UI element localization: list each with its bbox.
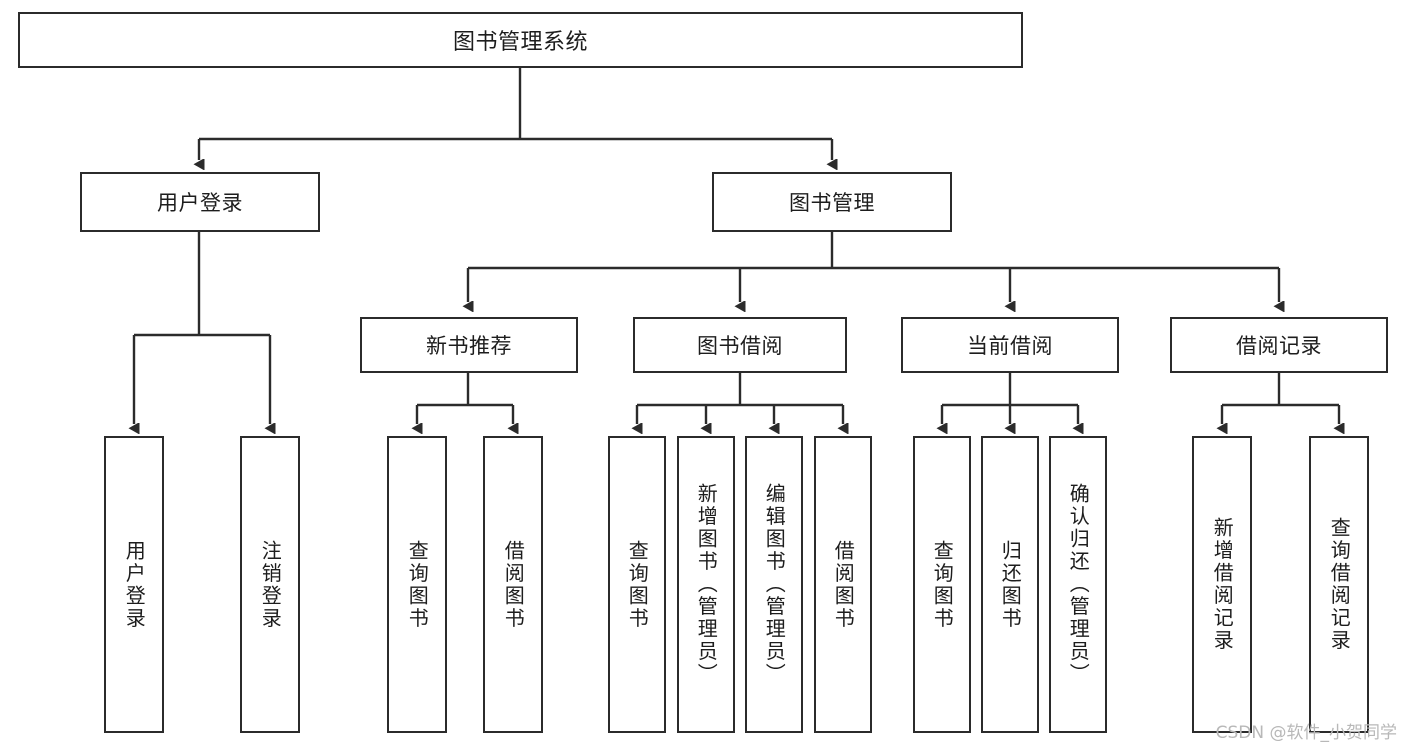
watermark-text: CSDN @软件_小贺同学	[1215, 723, 1397, 743]
leaf-query-book-recommend[interactable]: 查询图书	[387, 436, 447, 733]
leaf-label: 归还图书	[998, 539, 1023, 630]
node-new-book-recommend[interactable]: 新书推荐	[360, 317, 578, 373]
node-user-login[interactable]: 用户登录	[80, 172, 320, 232]
node-book-management[interactable]: 图书管理	[712, 172, 952, 232]
node-book-borrow[interactable]: 图书借阅	[633, 317, 847, 373]
leaf-label: 编辑图书（管理员）	[762, 483, 787, 686]
leaf-label: 新增借阅记录	[1210, 517, 1235, 652]
leaf-label: 新增图书（管理员）	[694, 483, 719, 686]
leaf-label: 查询图书	[625, 539, 650, 630]
leaf-query-book-borrow[interactable]: 查询图书	[608, 436, 666, 733]
leaf-label: 查询图书	[930, 539, 955, 630]
leaf-label: 注销登录	[258, 539, 283, 630]
leaf-label: 查询借阅记录	[1327, 517, 1352, 652]
leaf-borrow-book-recommend[interactable]: 借阅图书	[483, 436, 543, 733]
node-current-borrow[interactable]: 当前借阅	[901, 317, 1119, 373]
leaf-label: 借阅图书	[501, 539, 526, 630]
leaf-query-borrow-record[interactable]: 查询借阅记录	[1309, 436, 1369, 733]
leaf-edit-book-admin[interactable]: 编辑图书（管理员）	[745, 436, 803, 733]
leaf-label: 借阅图书	[831, 539, 856, 630]
leaf-label: 用户登录	[122, 539, 147, 630]
leaf-label: 确认归还（管理员）	[1066, 483, 1091, 686]
leaf-return-book[interactable]: 归还图书	[981, 436, 1039, 733]
leaf-borrow-book[interactable]: 借阅图书	[814, 436, 872, 733]
node-root-system[interactable]: 图书管理系统	[18, 12, 1023, 68]
leaf-label: 查询图书	[405, 539, 430, 630]
leaf-confirm-return-admin[interactable]: 确认归还（管理员）	[1049, 436, 1107, 733]
leaf-logout[interactable]: 注销登录	[240, 436, 300, 733]
leaf-query-book-current[interactable]: 查询图书	[913, 436, 971, 733]
leaf-add-borrow-record[interactable]: 新增借阅记录	[1192, 436, 1252, 733]
leaf-add-book-admin[interactable]: 新增图书（管理员）	[677, 436, 735, 733]
leaf-user-login[interactable]: 用户登录	[104, 436, 164, 733]
node-borrow-records[interactable]: 借阅记录	[1170, 317, 1388, 373]
